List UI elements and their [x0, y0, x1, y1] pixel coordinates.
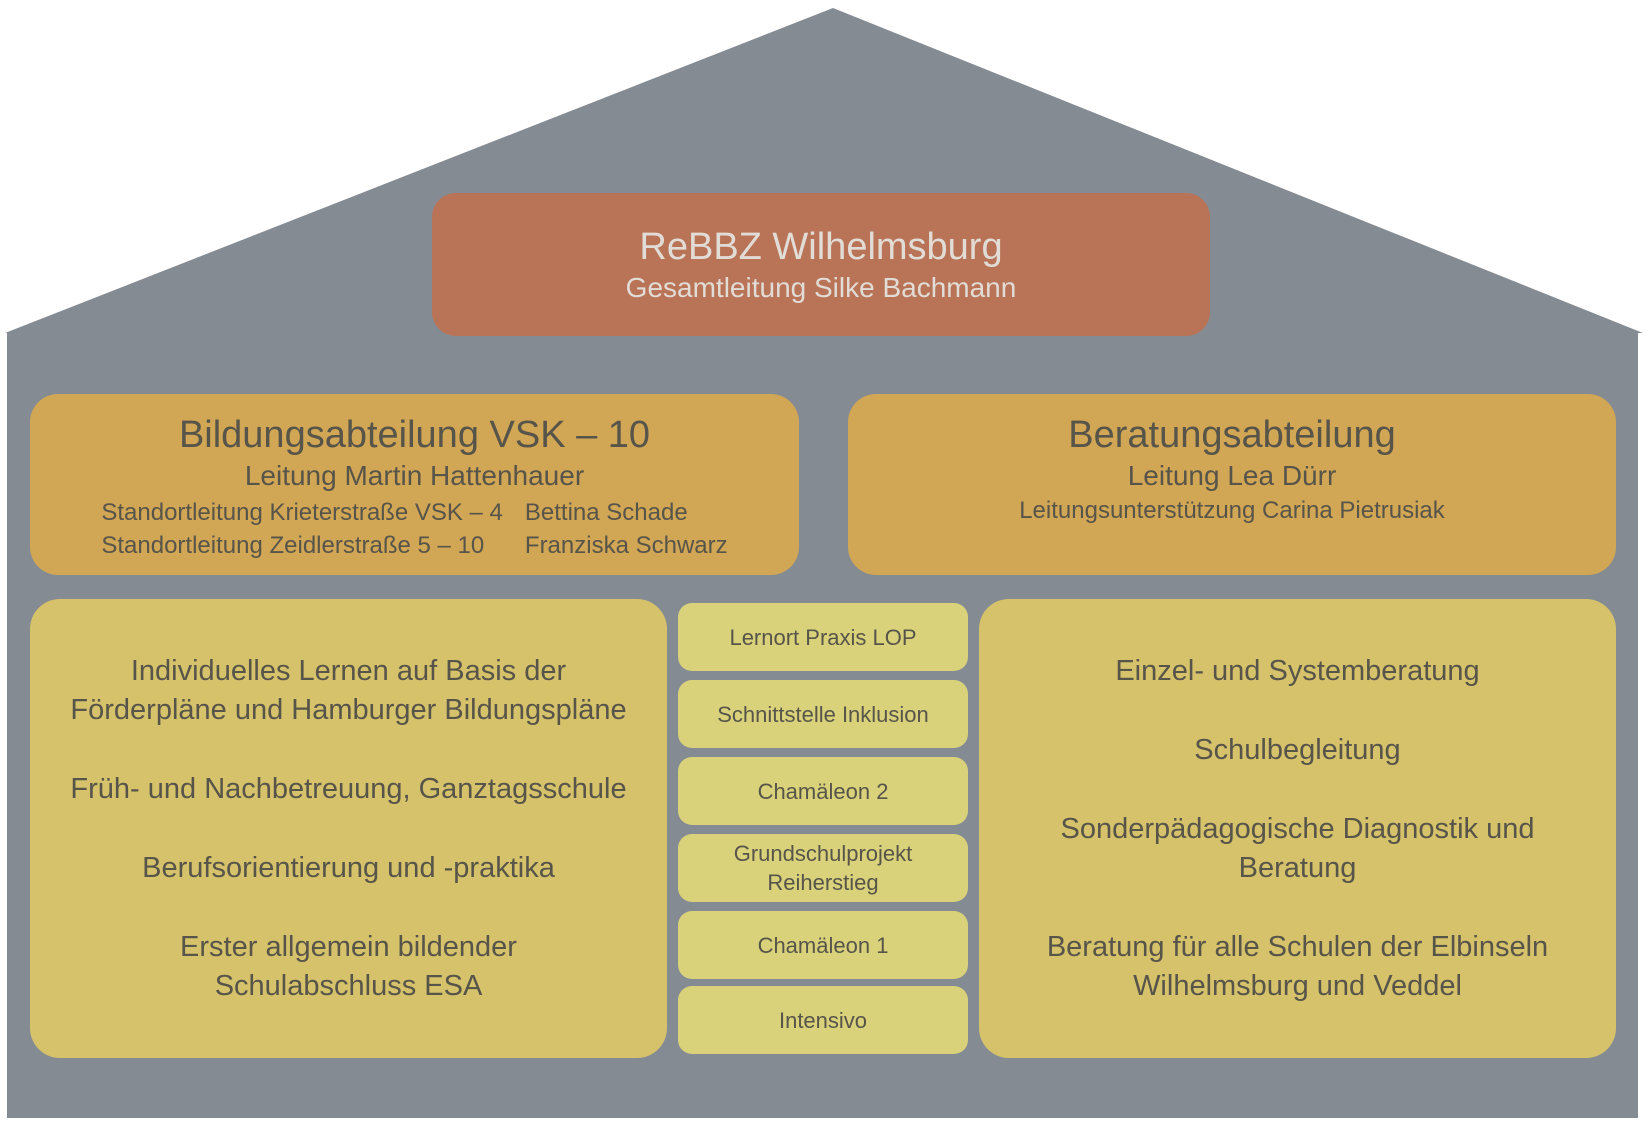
- education-service-item: Individuelles Lernen auf Basis der Förde…: [70, 654, 627, 726]
- project-schnittstelle-inklusion: Schnittstelle Inklusion: [678, 680, 968, 748]
- education-department-box: Bildungsabteilung VSK – 10 Leitung Marti…: [30, 394, 799, 575]
- counseling-department-lead: Leitung Lea Dürr: [1127, 460, 1337, 491]
- site-label: Standortleitung Krieterstraße VSK – 4: [101, 499, 503, 526]
- counseling-service-item: Schulbegleitung: [1194, 733, 1401, 766]
- headquarters-box: ReBBZ Wilhelmsburg Gesamtleitung Silke B…: [432, 193, 1210, 336]
- headquarters-lead: Gesamtleitung Silke Bachmann: [625, 271, 1017, 303]
- site-person: Bettina Schade: [524, 499, 688, 526]
- project-lernort-praxis: Lernort Praxis LOP: [678, 603, 968, 671]
- education-department-lead: Leitung Martin Hattenhauer: [244, 460, 585, 491]
- counseling-service-item: Einzel- und Systemberatung: [1115, 654, 1480, 687]
- counseling-service-item: Beratung für alle Schulen der Elbinseln …: [1046, 930, 1549, 1002]
- counseling-department-support: Leitungsunterstützung Carina Pietrusiak: [1019, 497, 1445, 524]
- education-services-box: Individuelles Lernen auf Basis der Förde…: [30, 599, 667, 1058]
- project-intensivo: Intensivo: [678, 986, 968, 1054]
- education-service-item: Berufsorientierung und -praktika: [142, 851, 555, 884]
- site-label: Standortleitung Zeidlerstraße 5 – 10: [101, 532, 485, 559]
- counseling-department-title: Beratungsabteilung: [1068, 414, 1396, 456]
- counseling-service-item: Sonderpädagogische Diagnostik und Beratu…: [1060, 812, 1535, 884]
- education-service-item: Früh- und Nachbetreuung, Ganztagsschule: [70, 772, 627, 805]
- site-leadership-list: Standortleitung Krieterstraße VSK – 4 Be…: [101, 496, 727, 562]
- counseling-department-box: Beratungsabteilung Leitung Lea Dürr Leit…: [848, 394, 1616, 575]
- education-department-title: Bildungsabteilung VSK – 10: [178, 414, 651, 456]
- project-grundschulprojekt-reiherstieg: Grundschulprojekt Reiherstieg: [678, 834, 968, 902]
- headquarters-title: ReBBZ Wilhelmsburg: [639, 225, 1003, 268]
- counseling-services-box: Einzel- und Systemberatung Schulbegleitu…: [979, 599, 1616, 1058]
- site-person: Franziska Schwarz: [524, 532, 728, 559]
- education-service-item: Erster allgemein bildender Schulabschlus…: [180, 930, 517, 1002]
- project-chamaeleon-1: Chamäleon 1: [678, 911, 968, 979]
- project-chamaeleon-2: Chamäleon 2: [678, 757, 968, 825]
